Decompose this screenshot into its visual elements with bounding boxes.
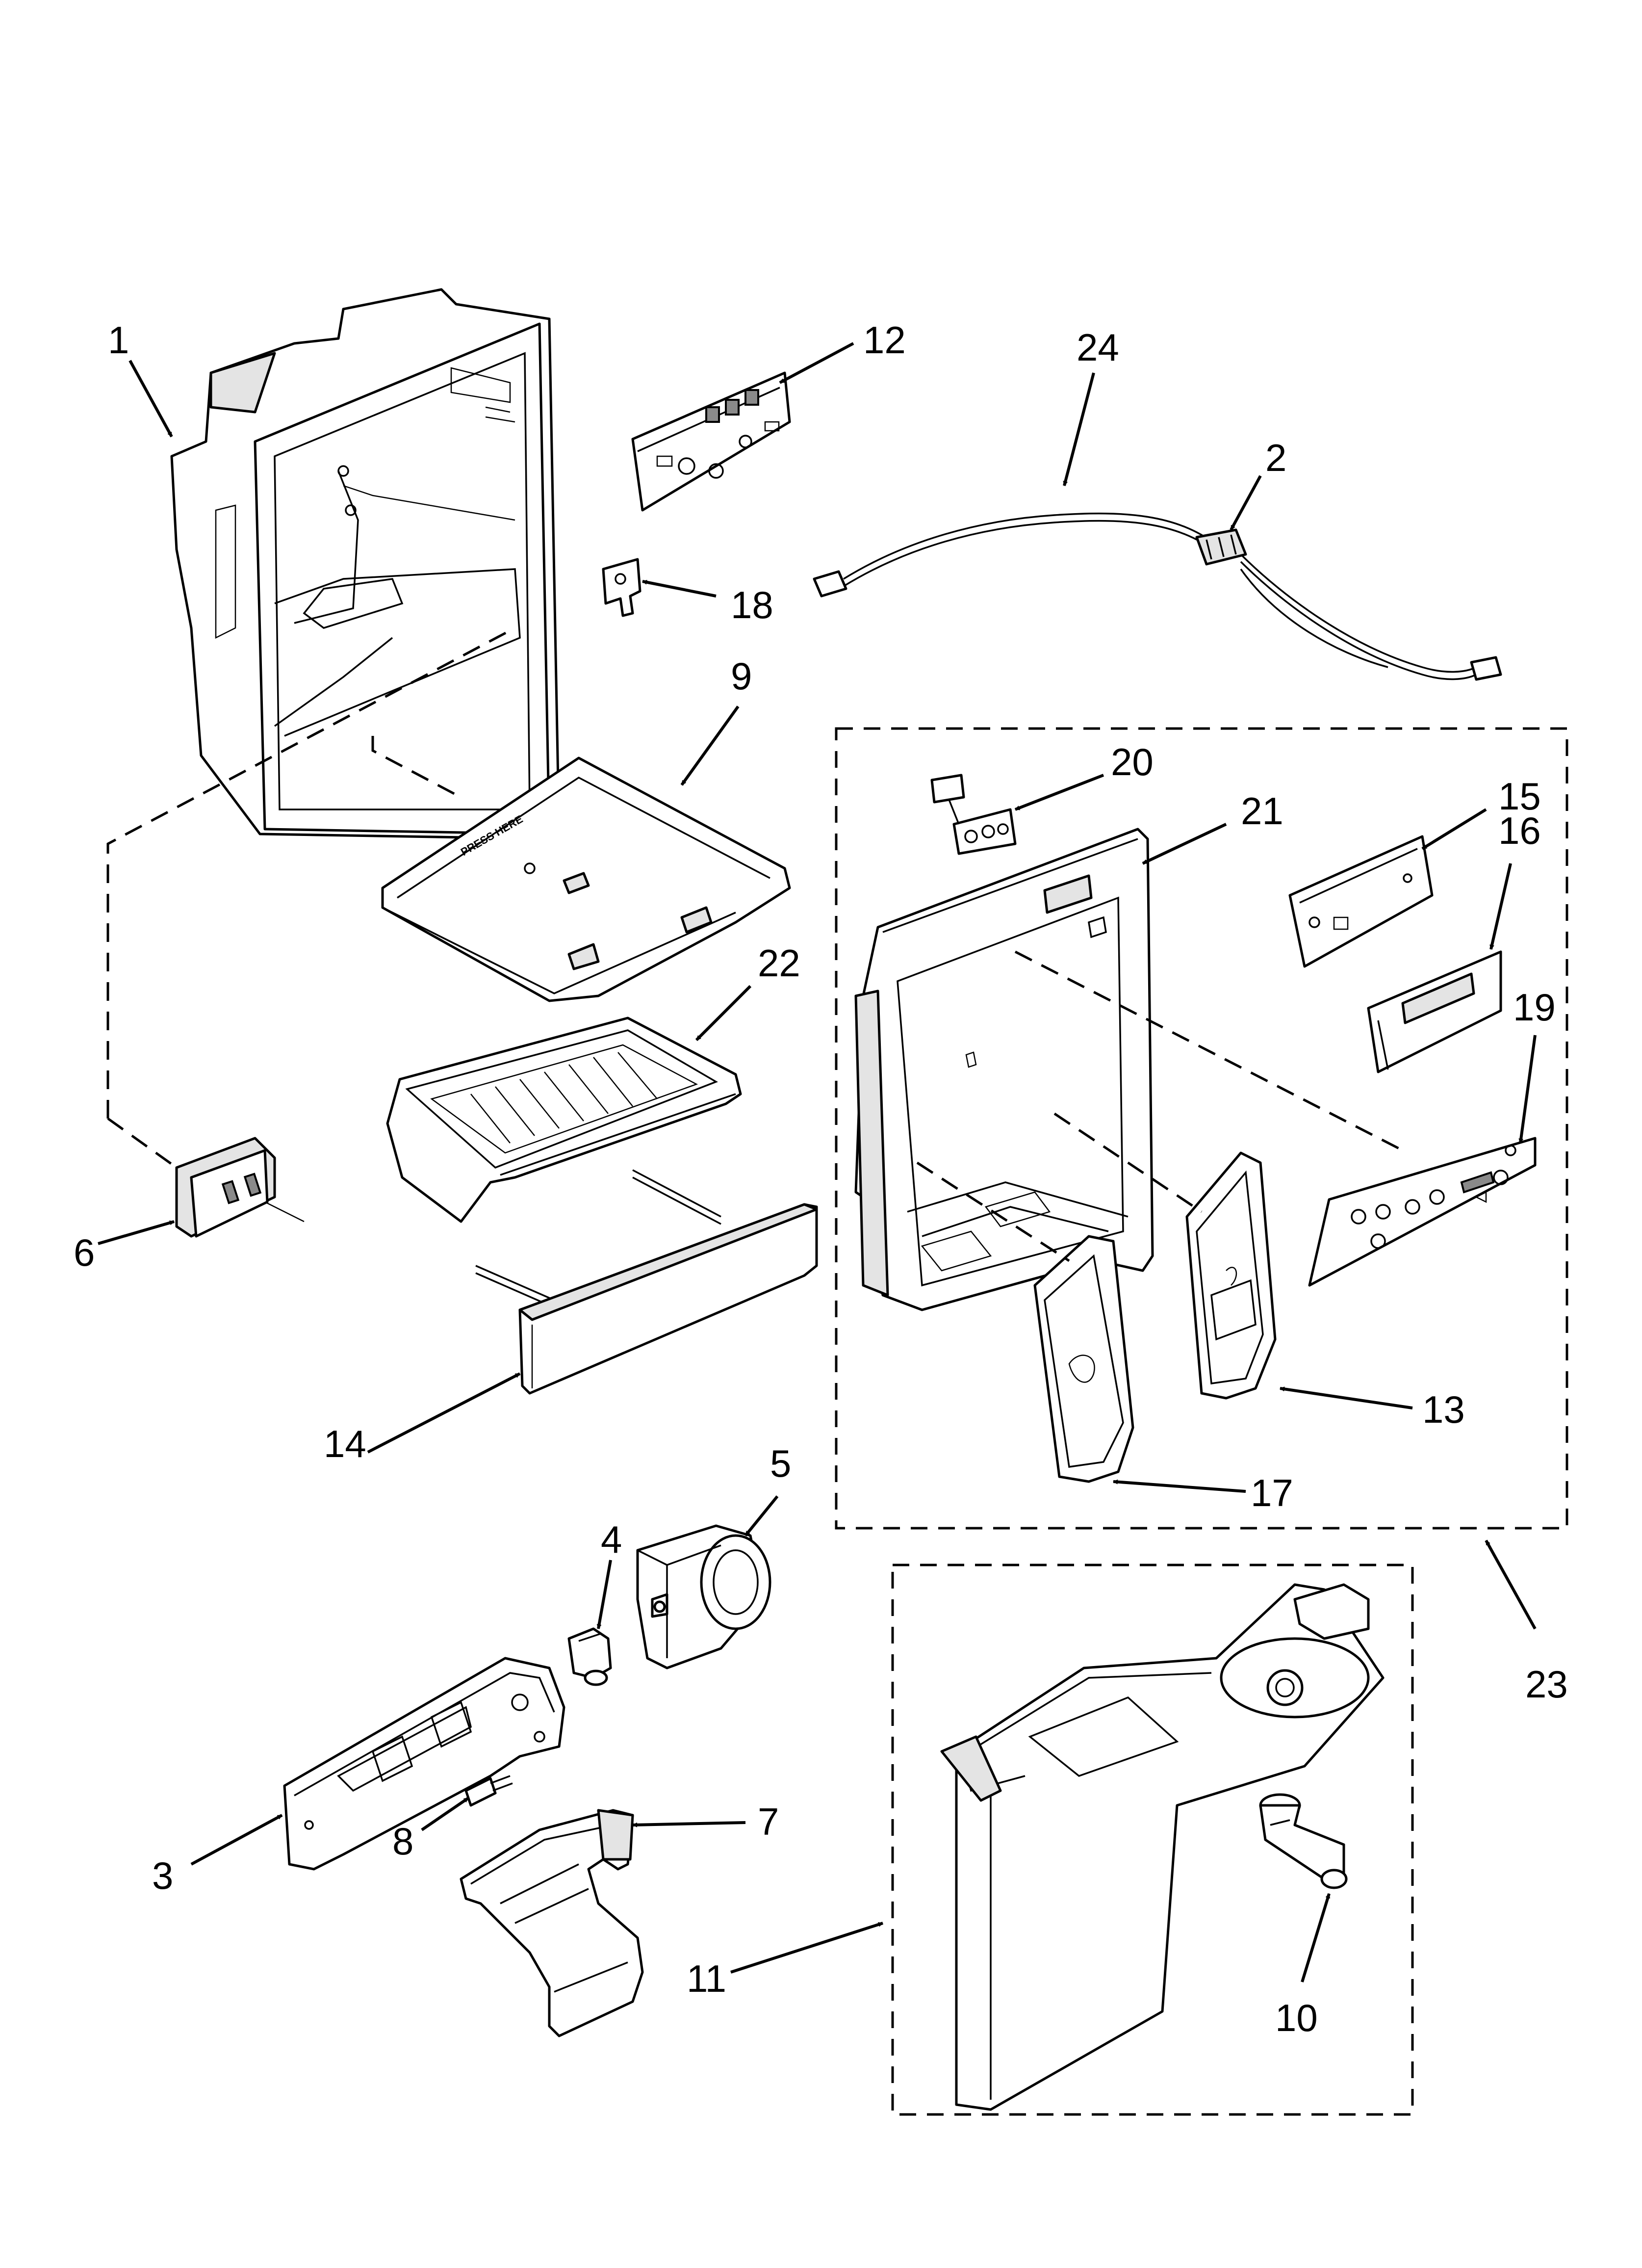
link-line-6 — [106, 626, 516, 1119]
link-line-6-b — [107, 1117, 178, 1169]
part-8-screw — [464, 1775, 513, 1807]
callout-1: 1 — [108, 318, 129, 362]
callout-10: 10 — [1275, 1996, 1318, 2039]
link-line-13 — [1053, 1112, 1203, 1213]
ice-bucket-dashed-box — [891, 1564, 1414, 2116]
leader-17 — [1113, 1479, 1246, 1493]
callout-6: 6 — [74, 1231, 95, 1274]
leader-23 — [1485, 1539, 1537, 1630]
callout-19: 19 — [1513, 986, 1556, 1029]
callout-13: 13 — [1422, 1388, 1465, 1431]
part-22-drip-tray — [386, 1017, 742, 1223]
callout-11: 11 — [687, 1957, 726, 2000]
callout-3: 3 — [152, 1854, 173, 1897]
leader-10 — [1301, 1893, 1331, 1982]
part-15-board — [1288, 835, 1434, 968]
callout-16: 16 — [1498, 809, 1541, 852]
callout-20: 20 — [1111, 740, 1154, 783]
leader-15 — [1421, 808, 1487, 850]
callout-12: 12 — [863, 318, 906, 362]
part-21-dispenser-frame — [854, 828, 1154, 1311]
leader-13 — [1280, 1386, 1413, 1409]
callout-21: 21 — [1241, 789, 1283, 833]
callout-22: 22 — [758, 941, 800, 985]
leader-5 — [744, 1495, 779, 1537]
leader-21 — [1142, 823, 1227, 865]
link-line-19 — [1014, 950, 1409, 1154]
part-11-ice-bucket — [940, 1583, 1385, 2111]
leader-9 — [680, 705, 740, 786]
part-17-paddle — [1033, 1235, 1134, 1483]
part-5-motor — [636, 1524, 771, 1669]
leader-2 — [1230, 475, 1262, 531]
part-10-spout — [1259, 1793, 1348, 1889]
leader-24 — [1063, 372, 1095, 486]
callout-14: 14 — [324, 1422, 366, 1465]
link-line-frame — [371, 736, 457, 796]
callout-15: 15 — [1498, 775, 1541, 818]
callout-5: 5 — [770, 1442, 791, 1485]
leader-12 — [779, 342, 854, 384]
link-line-17 — [916, 1161, 1070, 1262]
part-16-board — [1367, 950, 1502, 1073]
leader-7 — [632, 1821, 746, 1827]
part-20-connector — [930, 774, 1017, 855]
leader-8 — [421, 1797, 469, 1831]
leader-1 — [128, 360, 173, 438]
callout-24: 24 — [1077, 326, 1119, 369]
part-12-control-board — [631, 371, 791, 512]
part-7-lever — [460, 1809, 644, 2037]
callout-17: 17 — [1251, 1471, 1293, 1514]
leader-22 — [695, 985, 752, 1042]
leader-20 — [1014, 774, 1104, 811]
callout-18: 18 — [731, 583, 773, 626]
part-3-actuator-bracket — [283, 1657, 565, 1871]
callout-23: 23 — [1525, 1663, 1568, 1706]
callout-7: 7 — [758, 1800, 779, 1843]
callout-9: 9 — [731, 654, 752, 698]
part-24-wire-harness — [813, 512, 1502, 681]
leader-11 — [730, 1922, 883, 1974]
leader-3 — [190, 1814, 283, 1866]
assembly-23-dashed-box — [835, 727, 1568, 1530]
callout-8: 8 — [392, 1820, 413, 1863]
callout-2: 2 — [1265, 436, 1286, 479]
part-14-trim — [475, 1169, 818, 1395]
leader-19 — [1518, 1035, 1537, 1144]
part-4-coupler — [567, 1627, 612, 1686]
part-18-bracket — [602, 558, 641, 617]
leader-18 — [642, 579, 717, 598]
leader-6 — [98, 1220, 175, 1245]
part-2-connector — [1195, 528, 1247, 566]
callout-4: 4 — [601, 1518, 622, 1561]
leader-16 — [1489, 863, 1512, 950]
part-19-control-overlay — [1308, 1137, 1537, 1287]
part-1-housing — [170, 288, 561, 840]
leader-14 — [367, 1372, 521, 1454]
part-6-switch — [175, 1137, 305, 1238]
leader-4 — [596, 1560, 612, 1629]
part-13-paddle — [1185, 1151, 1277, 1400]
